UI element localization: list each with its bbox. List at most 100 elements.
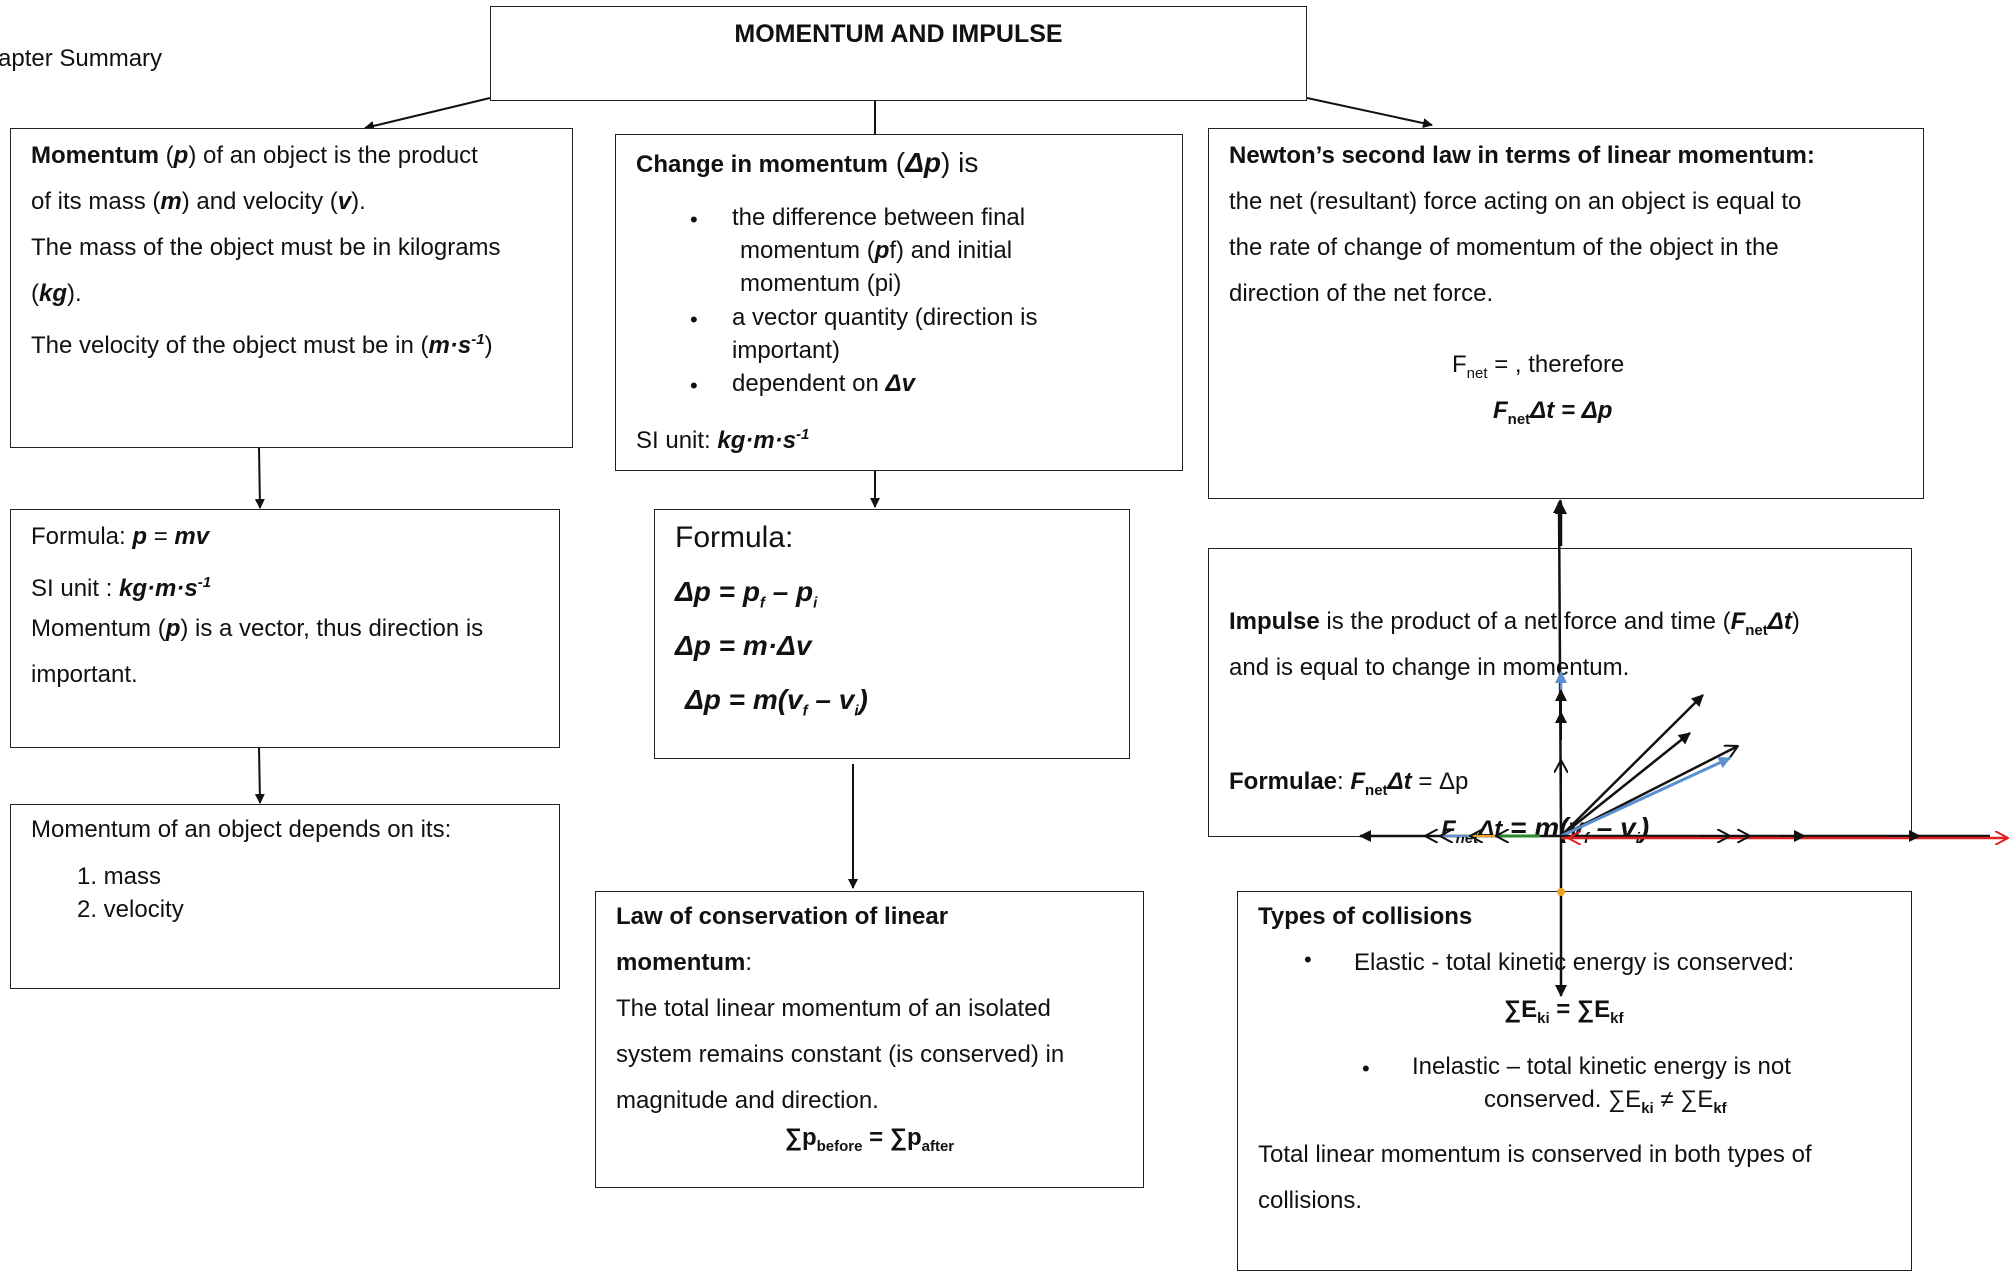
text: – p xyxy=(764,576,814,607)
collisions-elastic: Elastic - total kinetic energy is conser… xyxy=(1354,949,1795,976)
unit-exponent: -1 xyxy=(796,426,810,443)
text: momentum ( xyxy=(740,237,875,264)
text: ≠ ∑E xyxy=(1653,1086,1714,1113)
newton-equation-2: FnetΔt = Δp xyxy=(1493,393,1612,438)
bullet-dot: • xyxy=(690,207,698,232)
text: ) xyxy=(1791,608,1800,635)
text: ) xyxy=(858,684,868,715)
text: = ∑E xyxy=(1549,996,1611,1023)
text: F xyxy=(1730,608,1746,635)
change-bullet-1-line-2: momentum (pf) and initial xyxy=(740,234,1012,267)
si-unit: kg·m·s xyxy=(717,427,797,454)
conservation-law-box: Law of conservation of linear momentum: … xyxy=(595,891,1144,1188)
text: Δp = p xyxy=(675,576,760,607)
text: ∑p xyxy=(784,1124,817,1151)
bullet-dot: • xyxy=(690,373,698,398)
change-title: Change in momentum (Δp) is xyxy=(636,143,978,185)
newton-line-2: the rate of change of momentum of the ob… xyxy=(1229,234,1779,261)
subscript: net xyxy=(1745,621,1768,639)
text: of its mass ( xyxy=(31,188,161,215)
conservation-line-2: system remains constant (is conserved) i… xyxy=(616,1041,1065,1068)
subscript: f xyxy=(759,594,765,612)
unit-exponent: -1 xyxy=(471,331,485,348)
text: Formulae xyxy=(1229,768,1338,795)
momentum-line-4: (kg). xyxy=(31,271,82,317)
subscript: f xyxy=(802,702,808,720)
text: Momentum ( xyxy=(31,615,166,642)
text: ). xyxy=(351,188,366,215)
change-formula-2: Δp = m·Δv xyxy=(675,630,812,661)
change-bullet-1-line-1: the difference between final xyxy=(732,204,1026,231)
text: ∑E xyxy=(1504,996,1538,1023)
text: is the product of a net force and time ( xyxy=(1319,608,1731,635)
impulse-formula-1: Formulae: FnetΔt = Δp xyxy=(1229,759,1468,814)
subscript: kf xyxy=(1610,1009,1624,1027)
text: = ∑p xyxy=(862,1124,922,1151)
arrow-title-to-newton xyxy=(1306,97,1433,128)
text: = Δp xyxy=(1411,768,1469,795)
text: Δt xyxy=(1387,768,1412,795)
vector-diagonal-1 xyxy=(1560,694,1704,837)
page-title: MOMENTUM AND IMPULSE xyxy=(734,20,1063,48)
momentum-line-3: The mass of the object must be in kilogr… xyxy=(31,234,501,261)
momentum-line-1: Momentum (p) of an object is the product xyxy=(31,133,478,179)
momentum-line-2: of its mass (m) and velocity (v). xyxy=(31,179,366,225)
vector-diagonal-2 xyxy=(1560,732,1691,837)
change-formula-heading: Formula: xyxy=(675,521,794,554)
text: = Δp xyxy=(1554,397,1613,424)
text: SI unit : xyxy=(31,575,120,602)
si-unit: kg·m·s xyxy=(119,575,198,602)
depends-item-velocity: 2. velocity xyxy=(77,896,184,923)
formula-line-1: Formula: p = mv xyxy=(31,514,209,560)
change-formula-box: Formula: Δp = pf – pi Δp = m·Δv Δp = m(v… xyxy=(654,509,1130,759)
change-formula-1: Δp = pf – pi xyxy=(675,572,817,624)
symbol-p: p xyxy=(874,237,890,264)
title-box: MOMENTUM AND IMPULSE xyxy=(490,6,1307,101)
text: ) of an object is the product xyxy=(188,142,478,169)
text: F xyxy=(1452,351,1467,378)
vector-diagonal-blue xyxy=(1560,756,1731,838)
conservation-line-3: magnitude and direction. xyxy=(616,1087,879,1114)
bullet-dot: • xyxy=(690,307,698,332)
symbol-mv: mv xyxy=(174,523,210,550)
newton-equation-1: Fnet = , therefore xyxy=(1452,347,1624,392)
conservation-title-line-2: momentum: xyxy=(616,940,752,986)
impulse-line-1: Impulse is the product of a net force an… xyxy=(1229,599,1800,654)
collisions-box: Types of collisions • Elastic - total ki… xyxy=(1237,891,1912,1271)
arrow-title-to-momentum xyxy=(364,97,491,131)
text: = xyxy=(147,523,175,550)
change-formula-3: Δp = m(vf – vi) xyxy=(685,680,868,732)
text: Δp = m(v xyxy=(685,684,803,715)
momentum-term: Momentum xyxy=(31,142,159,169)
text: ( xyxy=(888,147,906,178)
change-bullet-1-line-3: momentum (pi) xyxy=(740,270,902,297)
text: conserved. ∑E xyxy=(1484,1086,1642,1113)
text: SI unit: xyxy=(636,427,718,454)
unit-exponent: -1 xyxy=(197,574,212,591)
symbol-p: p xyxy=(132,523,148,550)
text: Δt xyxy=(1767,608,1792,635)
newton-second-law-box: Newton’s second law in terms of linear m… xyxy=(1208,128,1924,499)
page-label: apter Summary xyxy=(0,45,163,72)
text: Formula: xyxy=(31,523,133,550)
text: = , therefore xyxy=(1487,351,1625,378)
unit-velocity: m·s xyxy=(428,332,472,359)
subscript: net xyxy=(1466,364,1488,382)
collisions-line-2: collisions. xyxy=(1258,1187,1363,1214)
text: ). xyxy=(67,280,82,307)
text: ( xyxy=(159,142,174,169)
vector-vertical-top xyxy=(1553,501,1566,837)
collisions-inelastic-line-2: conserved. ∑Eki ≠ ∑Ekf xyxy=(1484,1083,1727,1125)
arrow-formula-to-depends xyxy=(254,746,265,804)
text: F xyxy=(1493,397,1508,424)
symbol-delta-v: Δv xyxy=(885,370,915,397)
momentum-definition-box: Momentum (p) of an object is the product… xyxy=(10,128,573,448)
symbol-delta-p: Δp xyxy=(905,147,942,178)
text: ) and velocity ( xyxy=(181,188,338,215)
impulse-term: Impulse xyxy=(1229,608,1320,635)
collisions-elastic-equation: ∑Eki = ∑Ekf xyxy=(1504,990,1623,1039)
symbol-m: m xyxy=(160,188,182,215)
depends-heading: Momentum of an object depends on its: xyxy=(31,816,452,843)
change-si-unit: SI unit: kg·m·s-1 xyxy=(636,417,809,459)
